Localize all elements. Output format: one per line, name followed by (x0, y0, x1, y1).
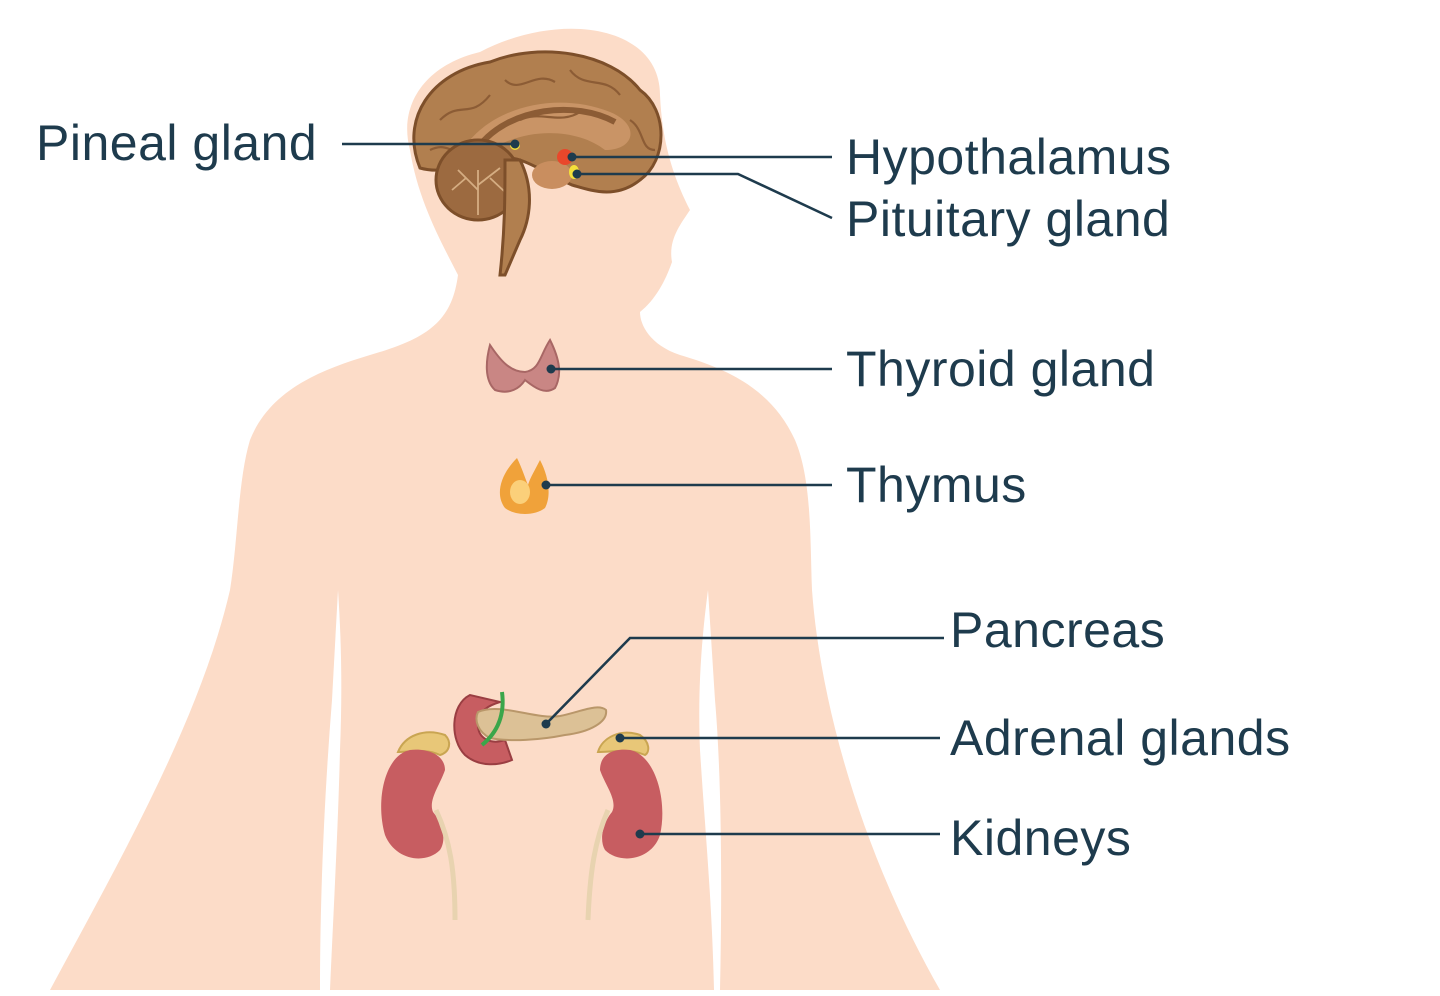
label-kidneys: Kidneys (950, 810, 1131, 866)
pancreatic-duct (480, 691, 505, 747)
left-kidney-group (381, 731, 458, 921)
label-adrenal-glands: Adrenal glands (950, 710, 1291, 766)
thymus-shape (499, 458, 549, 514)
thyroid-gland-shape (485, 338, 561, 393)
kidneys-dot (635, 829, 645, 839)
thyroid-dot (546, 364, 556, 374)
left-kidney (381, 749, 445, 859)
hypothalamus-dot (567, 152, 577, 162)
labels: Pineal gland Hypothalamus Pituitary glan… (36, 115, 1291, 866)
label-hypothalamus: Hypothalamus (846, 129, 1172, 185)
thalamus (532, 161, 572, 189)
pancreas-leader (545, 636, 944, 725)
pituitary-dot (572, 169, 582, 179)
label-thymus: Thymus (846, 457, 1027, 513)
right-kidney (600, 749, 663, 859)
brain-gyri (429, 69, 656, 154)
adrenal-dot (615, 733, 625, 743)
pineal-dot (510, 139, 520, 149)
pancreas-dot (541, 719, 551, 729)
label-pancreas: Pancreas (950, 602, 1165, 658)
body-outline (50, 28, 940, 990)
body-silhouette (50, 28, 940, 990)
pancreas-shape (453, 691, 608, 766)
brainstem (498, 158, 531, 277)
leader-lines (342, 139, 944, 839)
cerebellum-branches (451, 167, 506, 215)
thymus-dot (541, 480, 551, 490)
corpus-callosum (477, 106, 617, 147)
hypothalamus-shape (557, 149, 573, 165)
right-ureter (585, 809, 611, 921)
label-thyroid-gland: Thyroid gland (846, 341, 1155, 397)
pituitary-leader (577, 172, 833, 220)
label-pituitary-gland: Pituitary gland (846, 191, 1170, 247)
left-ureter (433, 808, 458, 921)
right-kidney-group (585, 731, 663, 921)
label-pineal-gland: Pineal gland (36, 115, 317, 171)
